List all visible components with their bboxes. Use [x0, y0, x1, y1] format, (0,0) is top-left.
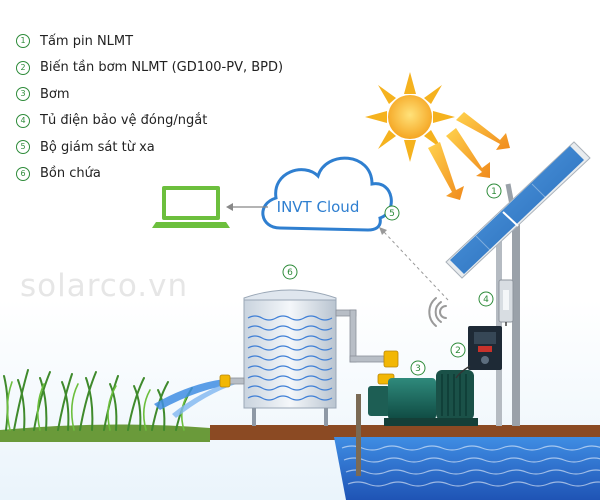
callout-label: 3 — [415, 364, 421, 374]
legend-number: 2 — [16, 60, 30, 75]
callout-label: 4 — [483, 295, 489, 305]
laptop-icon — [152, 186, 230, 228]
legend-number: 6 — [16, 166, 30, 181]
water-tank — [243, 289, 337, 426]
water-reservoir — [334, 394, 600, 500]
callout-solar-panel: 1 — [486, 183, 502, 199]
wifi-icon — [428, 297, 447, 327]
callouts: 1 2 3 4 5 6 — [282, 183, 502, 376]
legend-number: 3 — [16, 87, 30, 102]
grass — [3, 369, 193, 431]
legend-item: 1 Tấm pin NLMT — [16, 28, 283, 55]
legend-label: Tấm pin NLMT — [40, 33, 134, 49]
callout-label: 5 — [389, 209, 395, 219]
legend-number: 4 — [16, 113, 30, 128]
legend-label: Bơm — [40, 86, 70, 102]
legend-number: 1 — [16, 34, 30, 49]
sun-rays — [428, 112, 510, 200]
legend-item: 4 Tủ điện bảo vệ đóng/ngắt — [16, 108, 283, 135]
breaker-box — [498, 279, 514, 323]
callout-pump: 3 — [410, 360, 426, 376]
watermark: solarco.vn — [20, 268, 189, 304]
legend-label: Bồn chứa — [40, 166, 101, 182]
callout-label: 2 — [455, 346, 461, 356]
solar-panel — [445, 141, 591, 279]
cloud-icon — [261, 156, 393, 232]
cloud-laptop-link — [226, 203, 268, 211]
legend-number: 5 — [16, 140, 30, 155]
legend: 1 Tấm pin NLMT 2 Biến tần bơm NLMT (GD10… — [16, 28, 283, 187]
cloud-label: INVT Cloud — [277, 198, 360, 216]
legend-item: 5 Bộ giám sát từ xa — [16, 134, 283, 161]
wifi-cloud-link — [379, 227, 449, 301]
pump — [368, 370, 478, 426]
callout-monitor: 5 — [384, 205, 400, 221]
legend-label: Tủ điện bảo vệ đóng/ngắt — [40, 113, 208, 129]
legend-item: 3 Bơm — [16, 81, 283, 108]
legend-item: 6 Bồn chứa — [16, 161, 283, 188]
sun-icon — [365, 72, 455, 162]
callout-breaker: 4 — [478, 291, 494, 307]
legend-label: Biến tần bơm NLMT (GD100-PV, BPD) — [40, 60, 284, 76]
callout-inverter: 2 — [450, 342, 466, 358]
cables — [455, 322, 507, 379]
inverter-box — [468, 326, 502, 370]
legend-item: 2 Biến tần bơm NLMT (GD100-PV, BPD) — [16, 55, 283, 82]
callout-tank: 6 — [282, 264, 298, 280]
legend-label: Bộ giám sát từ xa — [40, 139, 155, 155]
water-stream — [154, 378, 236, 418]
callout-label: 6 — [287, 268, 293, 278]
callout-label: 1 — [491, 187, 497, 197]
ground — [0, 424, 600, 442]
